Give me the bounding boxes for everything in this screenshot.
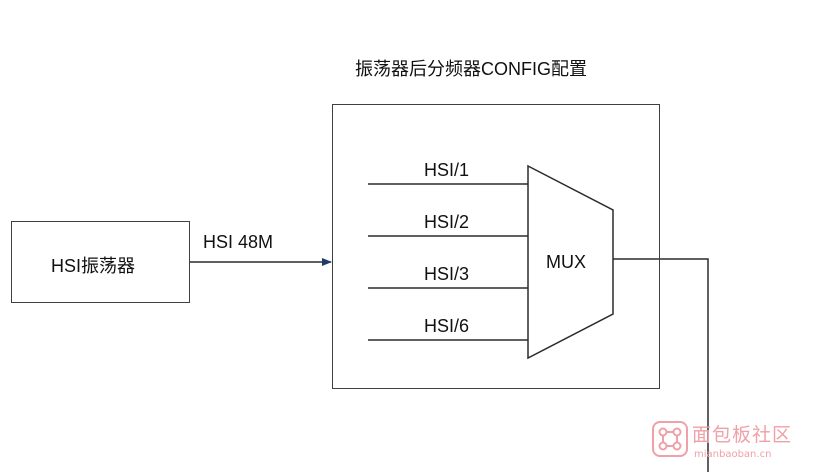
watermark-text: 面包板社区 (692, 424, 793, 446)
divider-label-2: HSI/2 (424, 212, 470, 232)
config-box (332, 104, 660, 389)
divider-label-3: HSI/3 (424, 264, 470, 284)
watermark-url: mianbaoban.cn (694, 449, 772, 460)
input-signal-label: HSI 48M (203, 232, 274, 252)
oscillator-label: HSI振荡器 (51, 256, 136, 276)
oscillator-box: HSI振荡器 (11, 221, 190, 303)
divider-label-4: HSI/6 (424, 316, 470, 336)
watermark-logo-icon (652, 421, 688, 457)
diagram-title: 振荡器后分频器CONFIG配置 (355, 59, 587, 79)
mux-label: MUX (546, 252, 586, 272)
divider-label-1: HSI/1 (424, 160, 470, 180)
mux-output-line (613, 258, 709, 472)
mux-shape (527, 164, 614, 360)
